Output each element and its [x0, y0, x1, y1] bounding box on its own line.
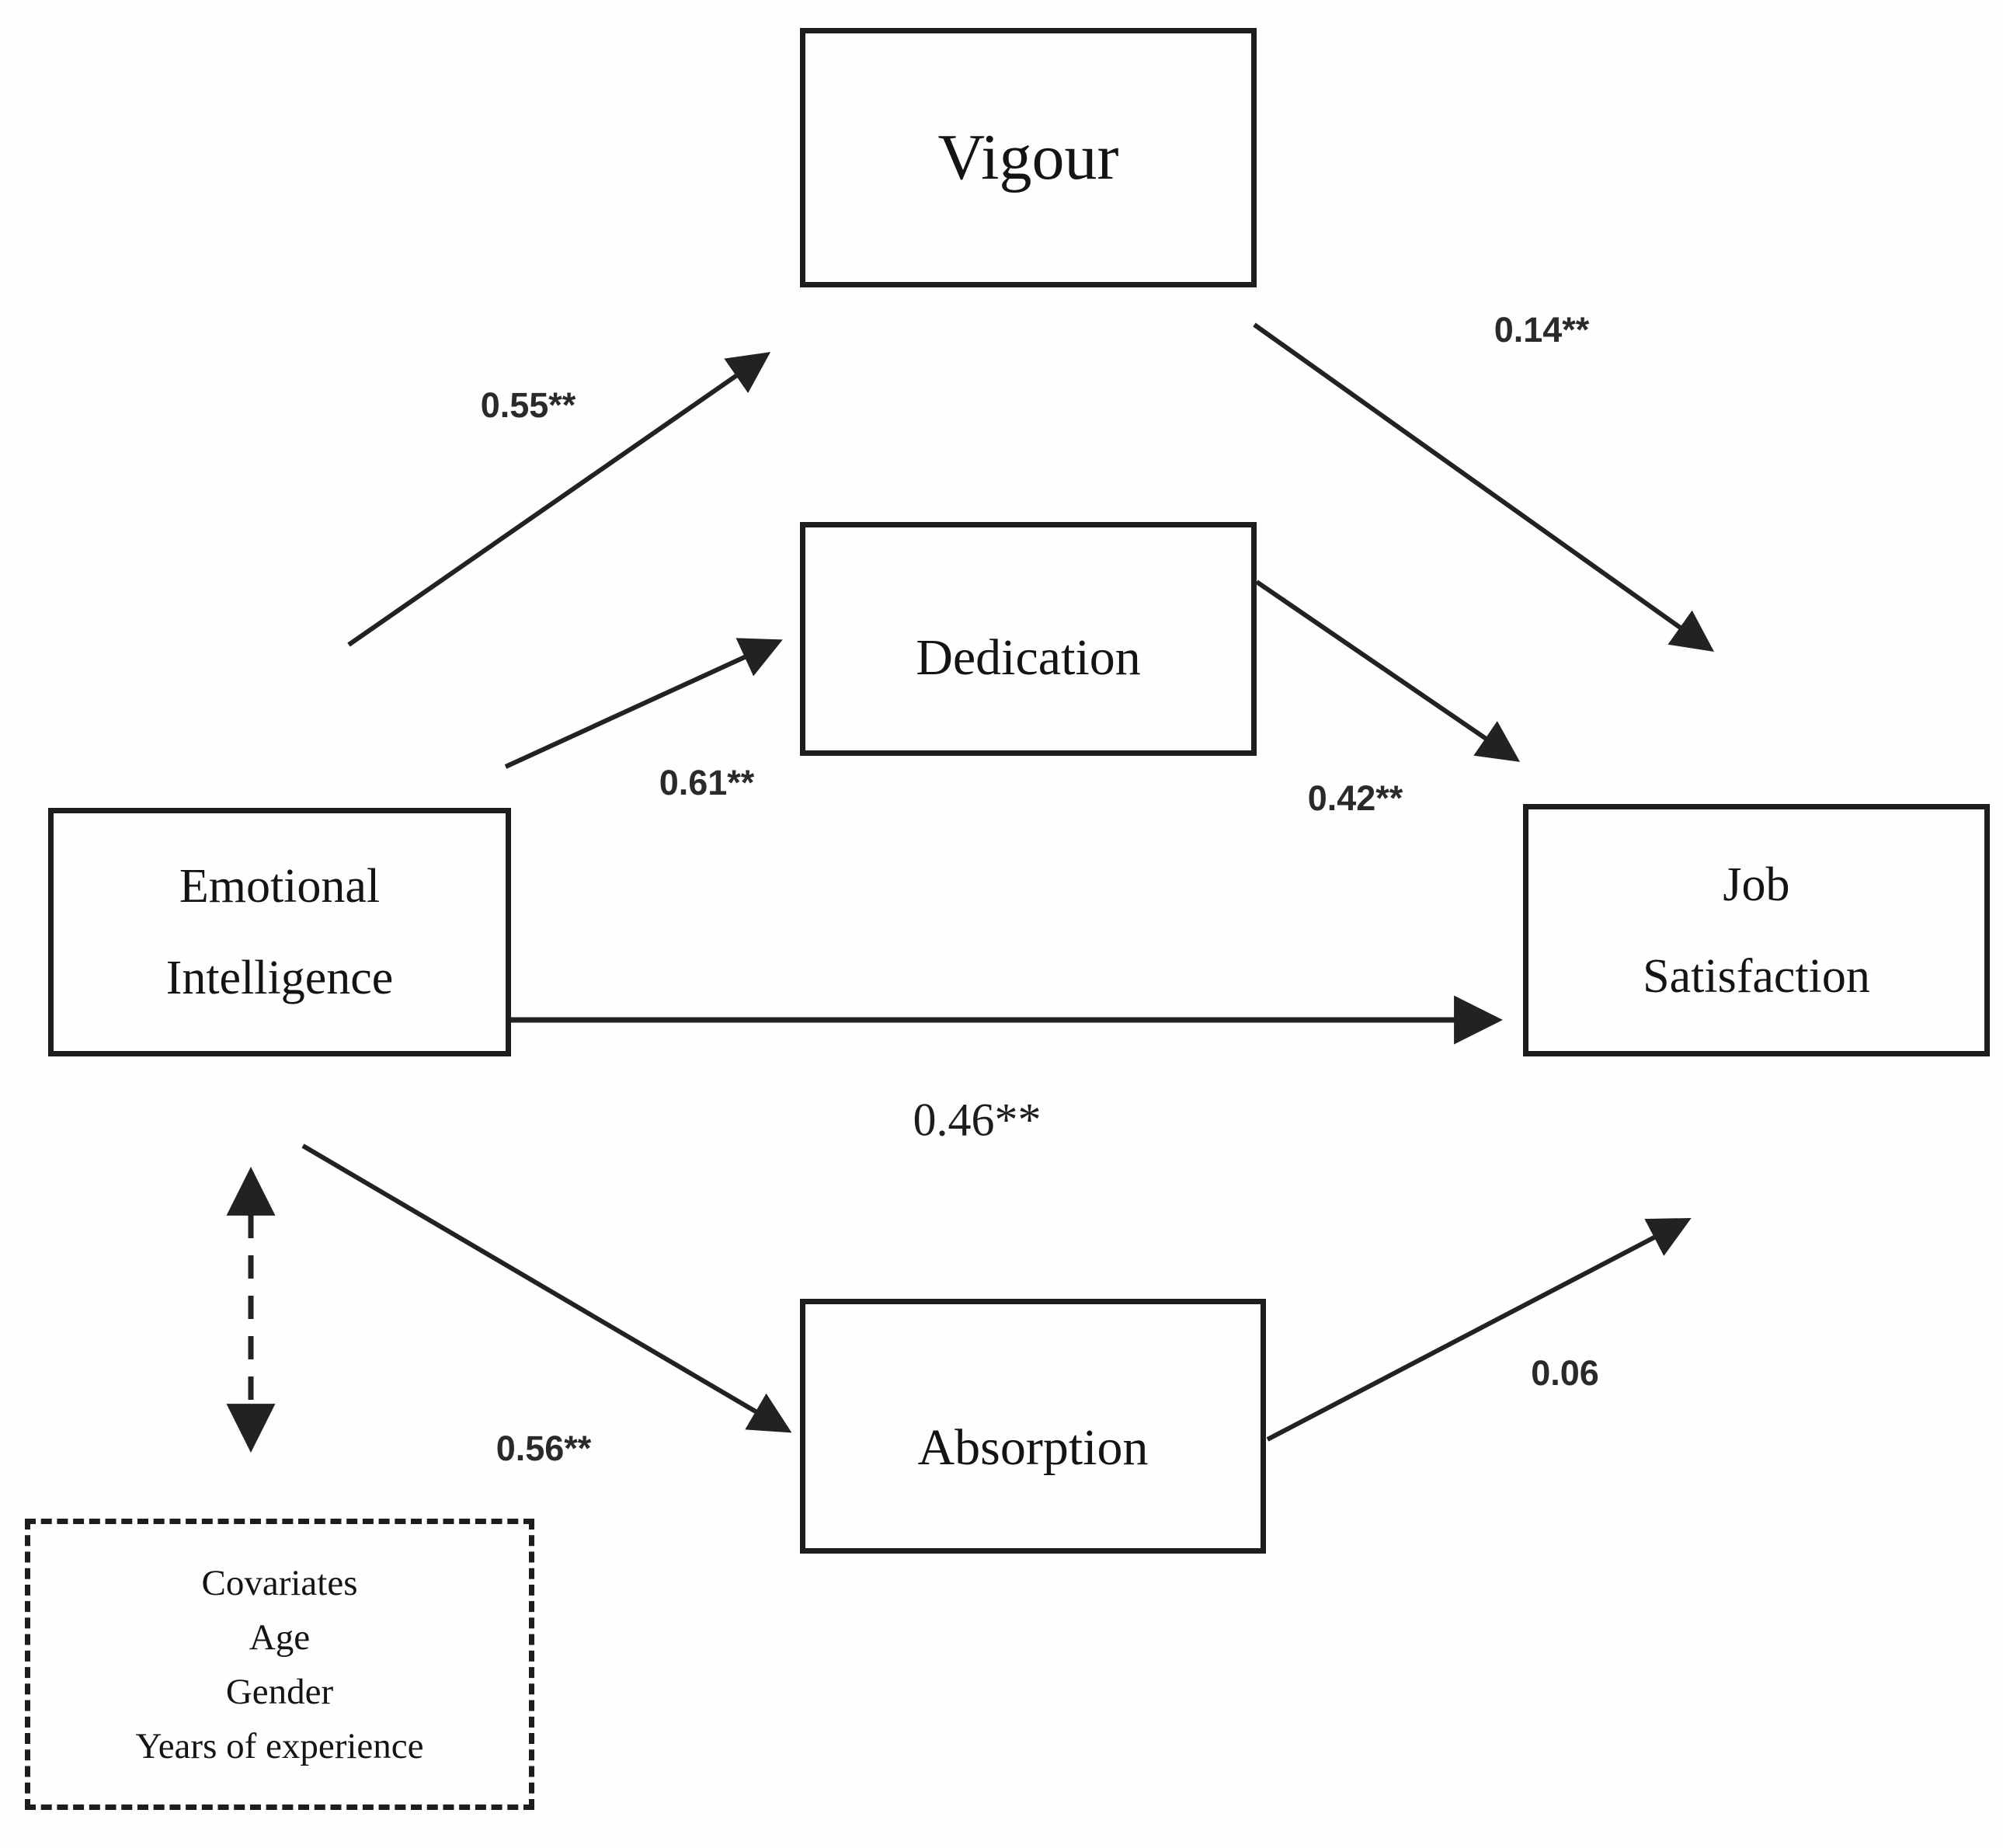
coef-vigour-js: 0.14** — [1494, 310, 1590, 350]
dedication-label: Dedication — [916, 628, 1141, 686]
covariate-gender: Gender — [225, 1671, 334, 1712]
path-ei-to-vigour — [347, 352, 771, 647]
path-ei-to-dedication — [504, 638, 783, 769]
emotional-intelligence-label-line2: Intelligence — [165, 952, 394, 1004]
path-vigour-to-job-satisfaction — [1253, 322, 1715, 653]
coef-ei-js-direct: 0.46** — [913, 1094, 1041, 1146]
path-ei-to-absorption — [301, 1143, 792, 1433]
path-dedication-to-job-satisfaction — [1255, 579, 1521, 762]
node-absorption: Absorption — [800, 1299, 1266, 1554]
absorption-label: Absorption — [917, 1418, 1149, 1476]
covariate-years-of-experience: Years of experience — [135, 1725, 424, 1766]
node-covariates: Covariates Age Gender Years of experienc… — [25, 1519, 534, 1810]
node-job-satisfaction: Job Satisfaction — [1523, 804, 1990, 1056]
node-dedication: Dedication — [800, 522, 1257, 756]
emotional-intelligence-label-line1: Emotional — [179, 860, 381, 913]
coef-dedication-js: 0.42** — [1307, 778, 1403, 818]
coef-ei-absorption: 0.56** — [496, 1429, 592, 1468]
covariates-title: Covariates — [201, 1562, 358, 1603]
covariate-age: Age — [249, 1617, 311, 1658]
coef-ei-vigour: 0.55** — [480, 385, 576, 425]
node-vigour: Vigour — [800, 28, 1257, 287]
job-satisfaction-label-line2: Satisfaction — [1643, 949, 1870, 1003]
job-satisfaction-label-line1: Job — [1723, 858, 1790, 911]
node-emotional-intelligence: Emotional Intelligence — [48, 808, 511, 1056]
coef-absorption-js: 0.06 — [1531, 1353, 1599, 1393]
vigour-label: Vigour — [937, 121, 1119, 193]
path-absorption-to-job-satisfaction — [1266, 1218, 1692, 1442]
coef-ei-dedication: 0.61** — [659, 763, 755, 802]
